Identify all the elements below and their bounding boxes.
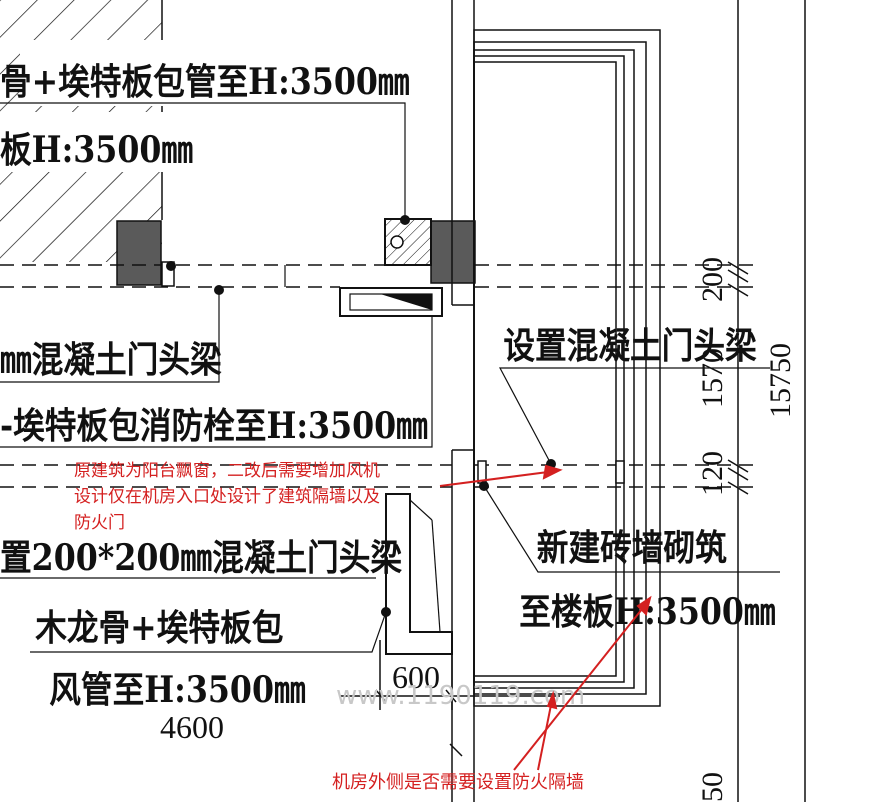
label-air-duct: 风管至H:3500㎜: [49, 668, 305, 710]
dim-1570: 1570: [696, 348, 729, 408]
label-new-brick: 新建砖墙砌筑: [537, 526, 727, 568]
note-firewall: 机房外侧是否需要设置防火隔墙: [332, 772, 584, 793]
duct-l-shape: [385, 493, 453, 655]
pipe-circle: [390, 235, 404, 249]
annotation-arrows: [439, 464, 652, 771]
label-beam-right: 设置混凝土门头梁: [503, 324, 756, 366]
hydrant-fill: [380, 294, 432, 310]
dim-4600: 4600: [160, 709, 224, 745]
note-balcony-line1: 原建筑为阳台飘窗，二改后需要增加风机: [74, 461, 380, 481]
leader-line-pipe: [0, 102, 406, 220]
label-beam-left: ㎜混凝土门头梁: [0, 338, 222, 380]
label-top-pipe: 骨+埃特板包管至H:3500㎜: [0, 60, 410, 102]
dim-200: 200: [696, 257, 729, 302]
watermark: www.1190119.com: [336, 681, 585, 711]
dim-120: 120: [696, 451, 729, 496]
hatched-wall-region: [0, 0, 420, 262]
dim-50: 50: [696, 772, 729, 802]
concrete-column-right: [430, 220, 476, 284]
label-hydrant: -埃特板包消防栓至H:3500㎜: [0, 404, 428, 446]
leader-dot-beam-left: [166, 261, 176, 271]
dim-600: 600: [392, 659, 440, 695]
note-balcony-line2: 设计仅在机房入口处设计了建筑隔墙以及: [74, 487, 380, 507]
dim-15750: 15750: [764, 343, 797, 418]
label-top-board: 板H:3500㎜: [0, 128, 193, 170]
concrete-column-left: [116, 220, 162, 286]
dimension-line-right: [727, 0, 806, 802]
label-wood-keel: 木龙骨+埃特板包: [35, 606, 283, 648]
dimension-line-bottom: [340, 640, 560, 757]
label-beam-200: 置200*200㎜混凝土门头梁: [0, 536, 402, 578]
note-balcony-line3: 防火门: [74, 513, 125, 533]
